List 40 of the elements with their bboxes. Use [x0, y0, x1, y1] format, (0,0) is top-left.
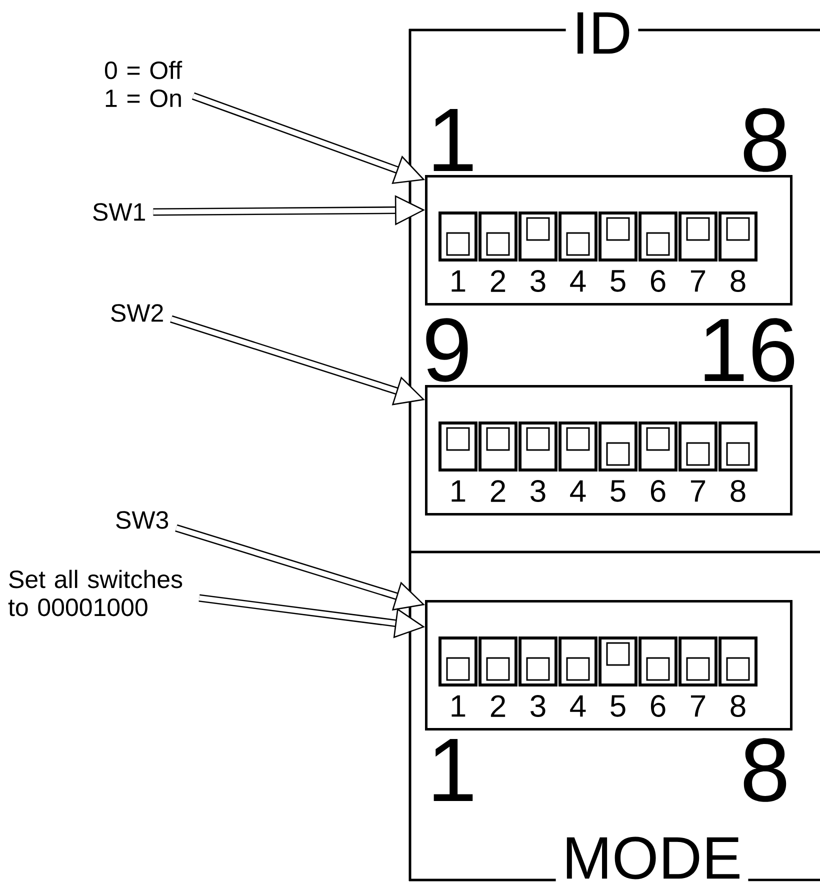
switch-number: 5 — [610, 480, 626, 502]
dip-switch-block — [425, 175, 792, 306]
switch-number: 1 — [452, 480, 466, 502]
switch-number: 6 — [650, 270, 666, 292]
id-number: 1 — [434, 109, 473, 171]
switch-number: 8 — [730, 695, 746, 717]
switch-number: 1 — [452, 270, 466, 292]
switch-number: 4 — [570, 480, 586, 502]
id-number: 8 — [744, 738, 786, 802]
switch-number: 6 — [650, 480, 666, 502]
frame-title: ID — [578, 12, 630, 54]
switch-number: 7 — [690, 270, 706, 292]
switch-number: 4 — [570, 695, 586, 717]
switch-number: 6 — [650, 695, 666, 717]
switch-number: 1 — [452, 695, 466, 717]
callout-text: SW1 — [93, 203, 145, 221]
switch-number: 5 — [610, 695, 626, 717]
switch-number: 4 — [570, 270, 586, 292]
switch-number: 2 — [490, 480, 506, 502]
callout-text: Set all switches to 00001000 — [8, 570, 182, 616]
callout-text: 0 = Off 1 = On — [104, 60, 182, 108]
id-number: 9 — [426, 318, 468, 382]
switch-number: 2 — [490, 695, 506, 717]
callout-text: SW3 — [116, 511, 168, 529]
id-number: 8 — [744, 108, 786, 172]
switch-number: 3 — [530, 480, 546, 502]
dip-switch-block — [425, 385, 792, 516]
dip-switch-block — [425, 600, 792, 730]
frame-title: MODE — [566, 836, 740, 880]
switch-number: 5 — [610, 270, 626, 292]
switch-number: 2 — [490, 270, 506, 292]
switch-number: 8 — [730, 270, 746, 292]
id-number: 16 — [704, 318, 794, 382]
switch-number: 3 — [530, 270, 546, 292]
switch-number: 7 — [690, 695, 706, 717]
switch-number: 3 — [530, 695, 546, 717]
callout-text: SW2 — [111, 304, 163, 322]
switch-number: 8 — [730, 480, 746, 502]
id-number: 1 — [434, 739, 473, 801]
switch-number: 7 — [690, 480, 706, 502]
